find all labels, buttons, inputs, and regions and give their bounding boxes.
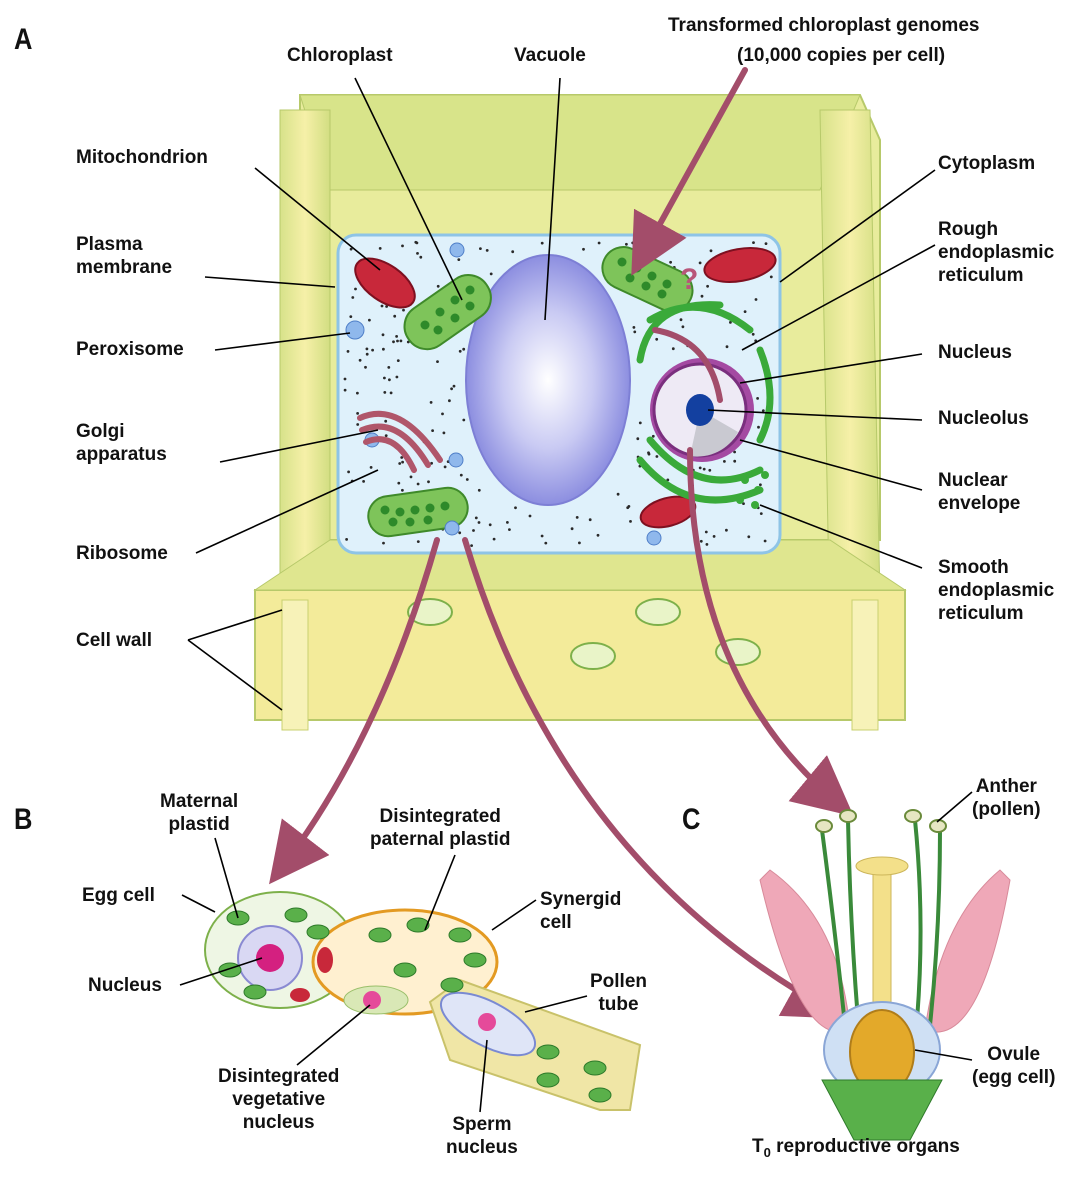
anthers — [816, 810, 946, 832]
label-nucleus-b: Nucleus — [88, 974, 162, 997]
label-chloroplast: Chloroplast — [287, 44, 393, 67]
t0-subscript: 0 — [764, 1145, 771, 1160]
label-t0-reproductive-organs: T0 reproductive organs — [752, 1135, 960, 1164]
panel-c-label: C — [682, 808, 700, 831]
label-vacuole: Vacuole — [514, 44, 586, 67]
label-disintegrated-paternal: Disintegrated paternal plastid — [370, 805, 510, 851]
label-nuclear-envelope: Nuclear envelope — [938, 469, 1020, 515]
panel-c-flower — [760, 810, 1010, 1140]
panel-b-label: B — [14, 808, 32, 831]
label-sperm-nucleus: Sperm nucleus — [446, 1113, 518, 1159]
t0-suffix: reproductive organs — [771, 1136, 960, 1157]
label-rough-er: Rough endoplasmic reticulum — [938, 218, 1054, 287]
label-nucleus: Nucleus — [938, 341, 1012, 364]
label-anther: Anther (pollen) — [972, 775, 1041, 821]
label-smooth-er: Smooth endoplasmic reticulum — [938, 556, 1054, 625]
label-pollen-tube: Pollen tube — [590, 970, 647, 1016]
label-mitochondrion: Mitochondrion — [76, 146, 208, 169]
label-disintegrated-vegetative: Disintegrated vegetative nucleus — [218, 1065, 339, 1134]
label-egg-cell: Egg cell — [82, 884, 155, 907]
panel-a-label: A — [14, 28, 32, 51]
label-cell-wall: Cell wall — [76, 629, 152, 652]
label-peroxisome: Peroxisome — [76, 338, 184, 361]
plant-cell — [255, 95, 905, 730]
question-mark: ? — [680, 268, 698, 291]
label-golgi: Golgi apparatus — [76, 420, 167, 466]
label-ovule: Ovule (egg cell) — [972, 1043, 1055, 1089]
label-ribosome: Ribosome — [76, 542, 168, 565]
label-cytoplasm: Cytoplasm — [938, 152, 1035, 175]
label-plasma-membrane: Plasma membrane — [76, 233, 172, 279]
label-transformed-line1: Transformed chloroplast genomes — [668, 14, 979, 37]
receptacle — [822, 1080, 942, 1140]
label-synergid: Synergid cell — [540, 888, 621, 934]
t0-prefix: T — [752, 1136, 764, 1157]
label-maternal-plastid: Maternal plastid — [160, 790, 238, 836]
label-nucleolus: Nucleolus — [938, 407, 1029, 430]
label-transformed-line2: (10,000 copies per cell) — [737, 44, 945, 67]
cell-wall-top-face — [300, 95, 860, 190]
